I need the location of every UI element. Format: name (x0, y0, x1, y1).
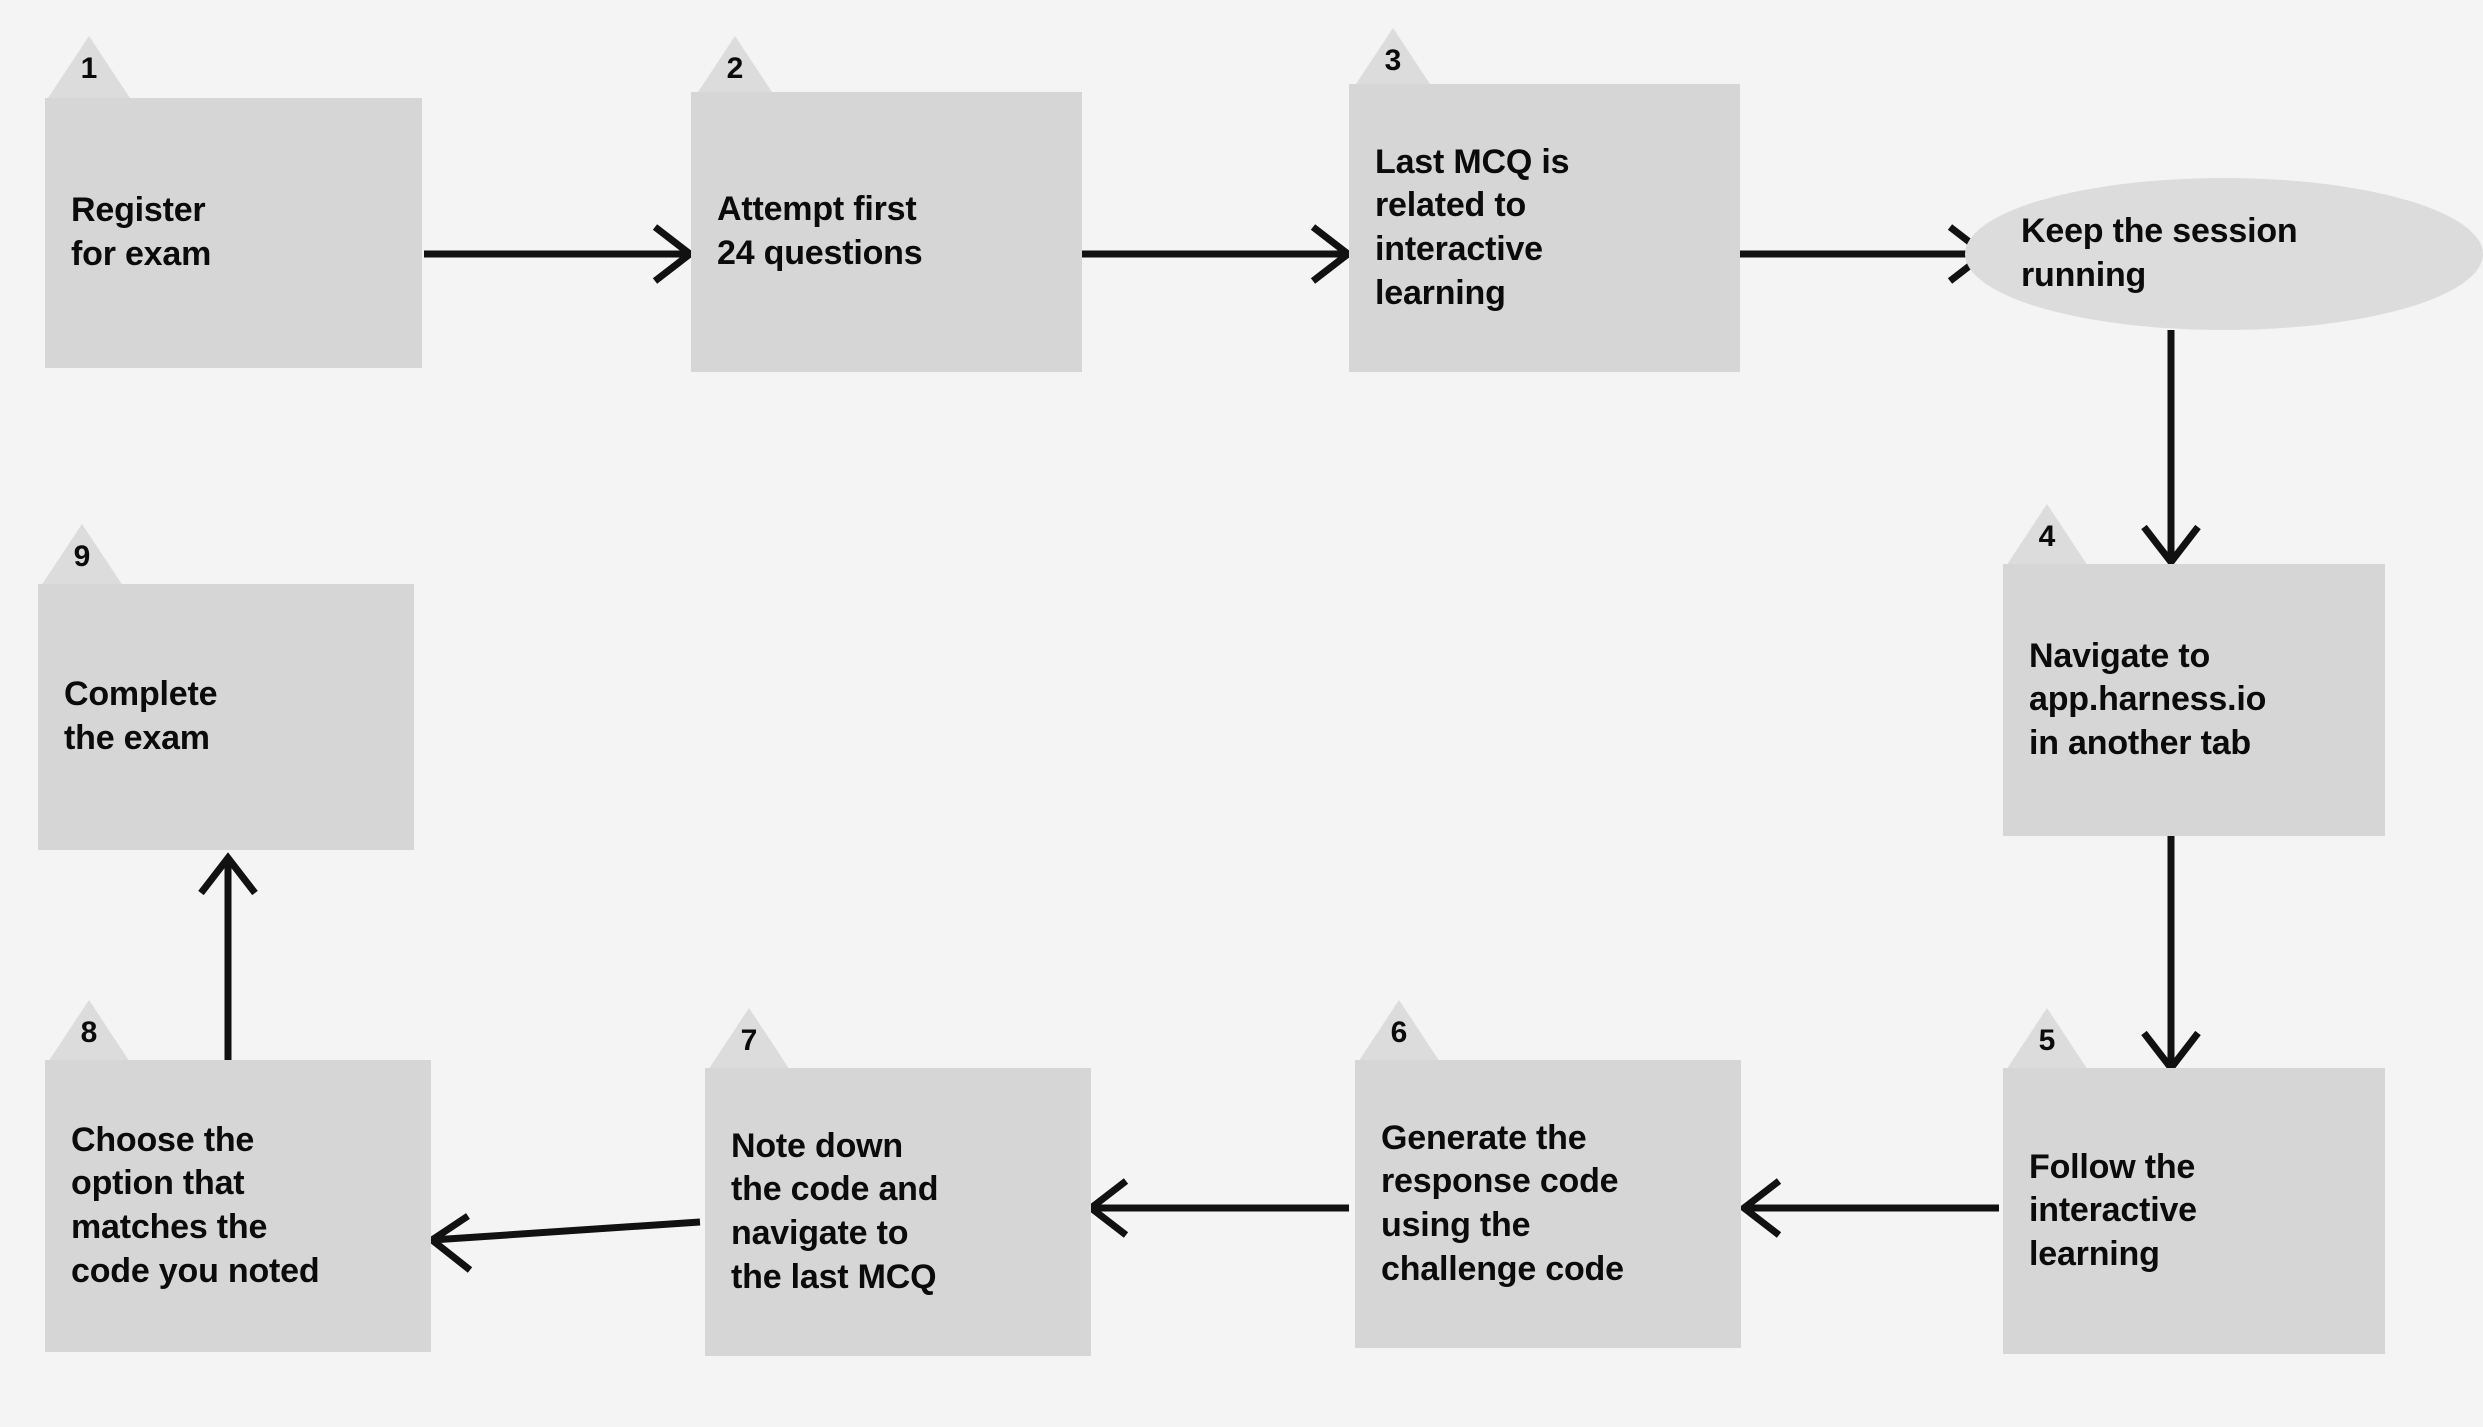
badge-number-6: 6 (1390, 1016, 1408, 1049)
node-label: Note down the code and navigate to the l… (731, 1126, 939, 1296)
badge-number-4: 4 (2038, 520, 2056, 553)
badge-number-7: 7 (740, 1024, 758, 1057)
node-label: Choose the option that matches the code … (71, 1120, 320, 1290)
node-register-for-exam[interactable]: Register for exam (45, 98, 422, 368)
node-last-mcq-interactive-learning[interactable]: Last MCQ is related to interactive learn… (1349, 84, 1740, 372)
node-choose-matching-option[interactable]: Choose the option that matches the code … (45, 1060, 431, 1352)
arrowhead-keep-session-to-4 (2141, 524, 2201, 568)
node-label: Keep the session running (2021, 212, 2298, 294)
node-label: Last MCQ is related to interactive learn… (1375, 142, 1570, 312)
badge-triangle-8 (48, 1000, 130, 1062)
badge-number-2: 2 (726, 52, 744, 85)
node-label: Generate the response code using the cha… (1381, 1118, 1624, 1288)
badge-number-3: 3 (1384, 44, 1402, 77)
badge-triangle-7 (708, 1008, 790, 1070)
node-label: Follow the interactive learning (2029, 1147, 2197, 1273)
arrowhead-4-to-5 (2141, 1030, 2201, 1074)
node-navigate-to-app-harness-io[interactable]: Navigate to app.harness.io in another ta… (2003, 564, 2385, 836)
arrowhead-7-to-8 (426, 1213, 473, 1273)
badge-triangle-9 (41, 524, 123, 586)
node-label: Register for exam (71, 191, 212, 273)
node-label: Complete the exam (64, 675, 218, 757)
badge-triangle-6 (1358, 1000, 1440, 1062)
node-keep-the-session-running[interactable]: Keep the session running (1965, 178, 2483, 330)
node-note-down-the-code[interactable]: Note down the code and navigate to the l… (705, 1068, 1091, 1356)
badge-triangle-4 (2006, 504, 2088, 566)
badge-triangle-5 (2006, 1008, 2088, 1070)
badge-triangle-1 (48, 36, 130, 98)
arrowhead-6-to-7 (1085, 1178, 1129, 1238)
badge-number-5: 5 (2038, 1024, 2056, 1057)
badge-triangle-2 (694, 36, 776, 98)
arrowhead-1-to-2 (652, 224, 696, 284)
edge-7-to-8 (431, 1218, 701, 1244)
badge-triangle-3 (1352, 28, 1434, 90)
node-attempt-first-24-questions[interactable]: Attempt first 24 questions (691, 92, 1082, 372)
arrowhead-8-to-9 (198, 852, 258, 896)
node-label: Attempt first 24 questions (717, 190, 923, 272)
node-generate-response-code[interactable]: Generate the response code using the cha… (1355, 1060, 1741, 1348)
badge-number-8: 8 (80, 1016, 98, 1049)
node-complete-the-exam[interactable]: Complete the exam (38, 584, 414, 850)
node-label: Navigate to app.harness.io in another ta… (2029, 636, 2267, 762)
node-follow-the-interactive-learning[interactable]: Follow the interactive learning (2003, 1068, 2385, 1354)
arrowhead-5-to-6 (1738, 1178, 1782, 1238)
arrowhead-2-to-3 (1310, 224, 1354, 284)
badge-number-9: 9 (73, 540, 91, 573)
badge-number-1: 1 (80, 52, 98, 85)
